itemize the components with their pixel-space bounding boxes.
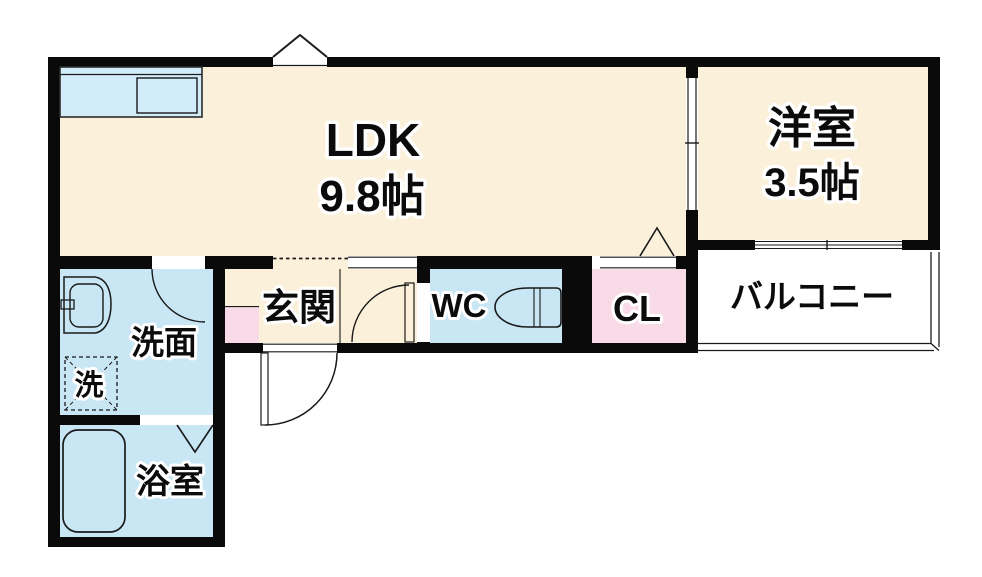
closet-label: CL [613,288,661,329]
openings [140,33,902,454]
western-label: 洋室 [768,103,856,153]
balcony-label: バルコニー [730,278,894,315]
wall-right [928,57,940,250]
wall-bath-bottom [48,537,225,547]
wall-ldk-bottom-d [676,256,686,269]
toilet-icon [494,287,562,328]
entrance-door-arc [264,352,338,426]
washroom-label: 洗面 [131,324,197,361]
bathroom-room [60,425,213,537]
wall-top [48,57,940,67]
balcony-rail [698,252,940,352]
wall-ldk-bottom-c [417,256,562,269]
bathroom-opening [140,415,213,425]
washroom-room [60,269,213,415]
closet-room [592,269,686,343]
washer-box [64,356,118,411]
closet-opening [600,256,676,269]
washroom-door-opening [152,256,205,269]
entrance-label: 玄関 [262,287,336,328]
washing-machine-space-icon [64,356,118,411]
entrance-door-leaf [260,352,269,426]
wall-washroom-right [213,256,225,547]
wall-wc-closet-divider [562,256,592,353]
wc-doorway-gap [417,283,430,342]
laundry-label: 洗 [74,369,103,402]
sliding-door-band [686,78,698,210]
washer-diag-2 [64,356,118,411]
washbasin-bowl [69,283,104,328]
wall-bottom-row [213,343,698,353]
bathroom-door-triangle-icon [176,424,214,454]
western-size-label: 3.5帖 [764,161,860,205]
labels: LDK 9.8帖 洋室 3.5帖 バルコニー 玄関 WC CL 洗面 洗 浴室 [71,100,897,505]
wc-label: WC [432,287,487,324]
kitchen-sink-icon [136,77,198,114]
western-room [698,67,928,240]
ldk-entrance-open-boundary [273,256,348,269]
doors [151,268,415,426]
top-vent-window [273,57,327,67]
bathtub-icon [62,429,126,533]
balcony-rail-corner [930,343,940,351]
washbasin-icon [63,276,112,334]
ldk-doorway-opening [348,256,417,269]
washbasin-tap [60,299,75,310]
wall-left [48,57,60,547]
walls [48,57,940,547]
fixtures [59,66,562,533]
balcony-area [698,250,928,344]
ldk-size-label: 9.8帖 [319,172,424,221]
ldk-label: LDK [326,114,421,166]
wc-door-leaf [404,282,415,343]
kitchen-counter-icon [59,66,203,118]
entrance-opening [263,343,337,353]
closet-door-triangle-icon [639,226,675,257]
bathroom-label: 浴室 [136,462,204,501]
vent-triangle-icon [272,33,328,58]
wall-washroom-bath-divider [60,415,213,425]
wall-ldk-bottom-a [60,256,152,269]
shoe-cabinet [225,306,259,343]
washroom-door-arc [151,268,206,323]
wc-door-arc [351,284,410,343]
